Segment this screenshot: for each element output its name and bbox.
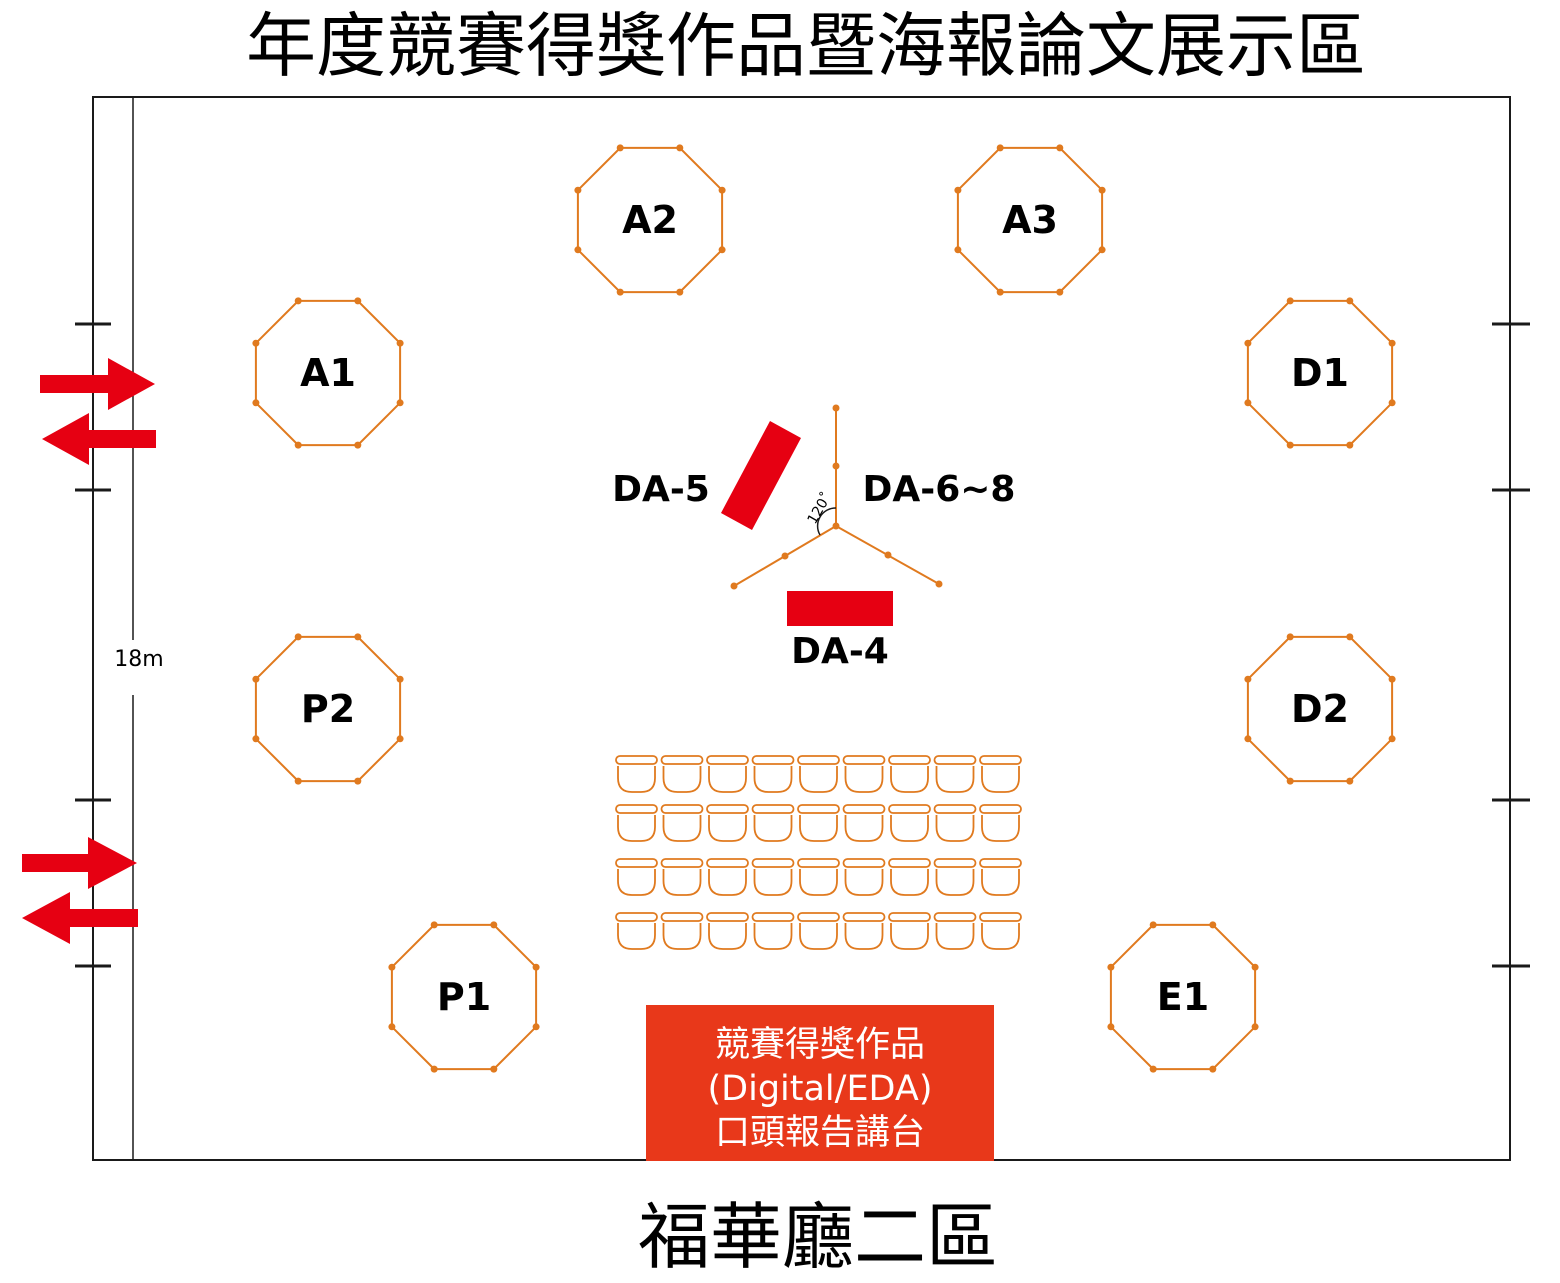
chair-icon (751, 804, 795, 842)
chair-icon (842, 755, 886, 793)
chair-icon (888, 912, 931, 950)
chair-icon (979, 755, 1022, 793)
booth-d2: D2 (1244, 633, 1396, 785)
chair-icon (797, 912, 840, 950)
booth-a1: A1 (252, 297, 404, 449)
chair-icon (979, 912, 1022, 950)
booth-label: D2 (1291, 687, 1349, 731)
chair-icon (706, 755, 749, 793)
chair-icon (706, 858, 749, 896)
podium-line-3: 口頭報告講台 (715, 1113, 925, 1153)
chair-icon (797, 804, 840, 842)
chair-icon (660, 912, 704, 950)
booth-a3: A3 (954, 144, 1106, 296)
booth-label: P1 (437, 975, 491, 1019)
display-label-da4: DA-4 (791, 631, 889, 672)
chair-icon (660, 804, 704, 842)
chair-icon (797, 755, 840, 793)
display-panel-da5: DA-5 (612, 421, 801, 530)
display-panel-da4: DA-4 (787, 591, 893, 672)
chair-icon (797, 858, 840, 896)
dimension-label: 18m (114, 647, 163, 672)
bidirectional-arrow-icon (40, 358, 156, 465)
chair-icon (842, 804, 886, 842)
chair-icon (615, 858, 658, 896)
podium-line-1: 競賽得獎作品 (715, 1025, 925, 1065)
booth-label: P2 (301, 687, 355, 731)
podium: 競賽得獎作品 (Digital/EDA) 口頭報告講台 (646, 1005, 994, 1161)
room-outline (92, 96, 1511, 1161)
chair-icon (842, 858, 886, 896)
chair-icon (888, 804, 931, 842)
chair-icon (615, 804, 658, 842)
chair-icon (660, 858, 704, 896)
booth-label: D1 (1291, 351, 1349, 395)
chair-icon (888, 858, 931, 896)
booth-d1: D1 (1244, 297, 1396, 449)
booth-p2: P2 (252, 633, 404, 785)
booth-label: E1 (1157, 975, 1209, 1019)
booth-p1: P1 (388, 921, 540, 1073)
chair-icon (979, 858, 1022, 896)
booth-label: A2 (622, 198, 678, 242)
chair-icon (933, 755, 977, 793)
bidirectional-arrow-icon (22, 837, 138, 944)
chair-icon (706, 804, 749, 842)
chair-icon (751, 912, 795, 950)
booth-label: A3 (1002, 198, 1058, 242)
booth-e1: E1 (1107, 921, 1259, 1073)
chair-icon (706, 912, 749, 950)
chair-icon (660, 755, 704, 793)
chair-icon (842, 912, 886, 950)
booth-label: A1 (300, 351, 356, 395)
chair-icon (615, 912, 658, 950)
seating-area (615, 755, 1022, 950)
display-label-da68: DA-6~8 (863, 469, 1016, 510)
chair-icon (979, 804, 1022, 842)
display-label-da5: DA-5 (612, 469, 710, 510)
chair-icon (933, 858, 977, 896)
chair-icon (615, 755, 658, 793)
room-name: 福華廳二區 (638, 1195, 998, 1279)
chair-icon (933, 912, 977, 950)
wall-ticks-right (1492, 322, 1530, 968)
chair-icon (888, 755, 931, 793)
podium-line-2: (Digital/EDA) (707, 1069, 932, 1109)
booth-a2: A2 (574, 144, 726, 296)
page-title: 年度競賽得獎作品暨海報論文展示區 (246, 5, 1366, 87)
chair-icon (751, 858, 795, 896)
dimension-indicator: 18m (114, 97, 164, 1160)
chair-icon (933, 804, 977, 842)
wall-ticks-left (75, 322, 111, 968)
chair-icon (751, 755, 795, 793)
